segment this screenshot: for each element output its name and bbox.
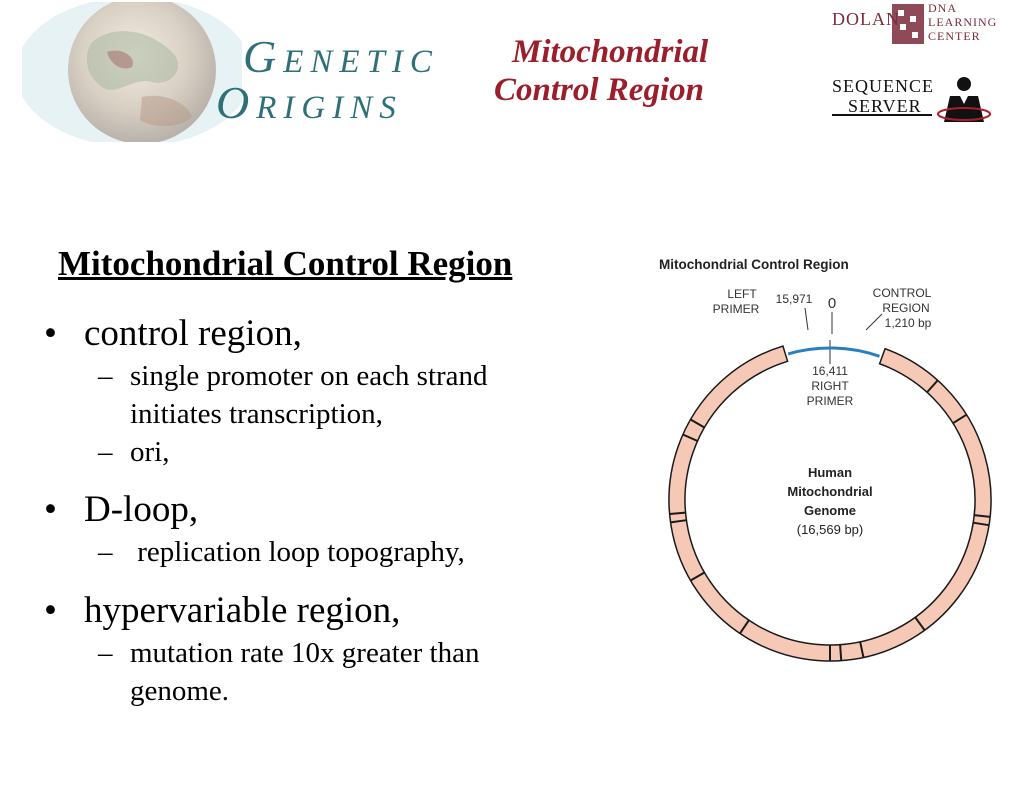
genome-ring-band	[668, 345, 992, 662]
gene-boundary-tick	[974, 514, 991, 518]
dnalc-dolan: DOLAN	[832, 9, 900, 29]
mitochondrial-genome-diagram: Mitochondrial Control Region LEFT PRIMER…	[659, 257, 992, 662]
genetic-origins-line1: GENETIC	[243, 31, 439, 82]
dna-helix-icon	[892, 4, 924, 44]
gene-boundary-tick	[690, 571, 705, 582]
sequence-server-underline	[832, 114, 932, 116]
dnalc-logo: DOLAN DNA LEARNING CENTER	[828, 0, 998, 48]
control-region-line2: REGION	[882, 301, 929, 315]
gene-boundary-tick	[670, 519, 687, 524]
gene-boundary-ticks	[669, 379, 991, 661]
genome-ring	[668, 345, 992, 662]
bullet-hypervariable: •hypervariable region,	[44, 590, 401, 631]
control-region-line1: CONTROL	[873, 286, 932, 300]
slide-title: Mitochondrial Control Region	[58, 244, 513, 283]
bullet-control-region: •control region,	[44, 313, 302, 354]
genome-label-size: (16,569 bp)	[797, 522, 864, 537]
left-primer-pointer	[804, 307, 809, 331]
sequence-server-logo: SEQUENCE SERVER	[830, 74, 1000, 124]
gene-boundary-tick	[926, 379, 939, 393]
gene-boundary-tick	[914, 616, 926, 631]
left-primer-line1: LEFT	[727, 287, 757, 301]
dnalc-center: CENTER	[928, 29, 981, 43]
genome-label-line1: Human	[808, 465, 852, 480]
control-region-arc	[787, 346, 880, 358]
control-region-pointer	[865, 313, 883, 331]
mcr-logo-line1: Mitochondrial	[512, 34, 709, 70]
sub-bullet-promoter: –single promoter on each strand initiate…	[98, 360, 488, 430]
sub-bullet-replication-loop: – replication loop topography,	[98, 536, 465, 568]
gene-boundary-tick	[682, 433, 698, 442]
sequence-server-line1: SEQUENCE	[832, 76, 934, 96]
gene-boundary-tick	[739, 619, 750, 635]
mcr-logo-line2: Control Region	[494, 72, 704, 108]
dnalc-learning: LEARNING	[928, 15, 998, 29]
left-primer-position: 15,971	[776, 292, 813, 306]
gene-boundary-tick	[973, 521, 990, 527]
left-primer-line2: PRIMER	[713, 302, 760, 316]
right-primer-line2: PRIMER	[807, 394, 854, 408]
gene-boundary-tick	[690, 418, 705, 429]
sequence-server-line2: SERVER	[848, 96, 922, 116]
right-primer-position: 16,411	[812, 364, 848, 378]
dnalc-dna: DNA	[928, 1, 957, 15]
genome-label-line2: Mitochondrial	[787, 484, 872, 499]
origin-label: 0	[828, 295, 836, 312]
gene-boundary-tick	[952, 413, 968, 425]
right-primer-line1: RIGHT	[811, 379, 849, 393]
genetic-origins-line2: ORIGINS	[216, 77, 403, 128]
gene-boundary-tick	[839, 644, 843, 661]
gene-boundary-tick	[669, 511, 686, 516]
mcr-logo: Mitochondrial Control Region	[486, 32, 736, 118]
globe-image	[22, 2, 242, 142]
bullet-d-loop: •D-loop,	[44, 489, 199, 530]
gene-boundary-tick	[859, 641, 865, 658]
sub-bullet-mutation-rate: –mutation rate 10x greater than genome.	[98, 637, 480, 707]
diagram-title: Mitochondrial Control Region	[659, 257, 849, 272]
waiter-icon	[937, 77, 991, 122]
sub-bullet-ori: –ori,	[98, 436, 170, 468]
genome-label-line3: Genome	[804, 503, 856, 518]
control-region-size: 1,210 bp	[885, 316, 932, 330]
